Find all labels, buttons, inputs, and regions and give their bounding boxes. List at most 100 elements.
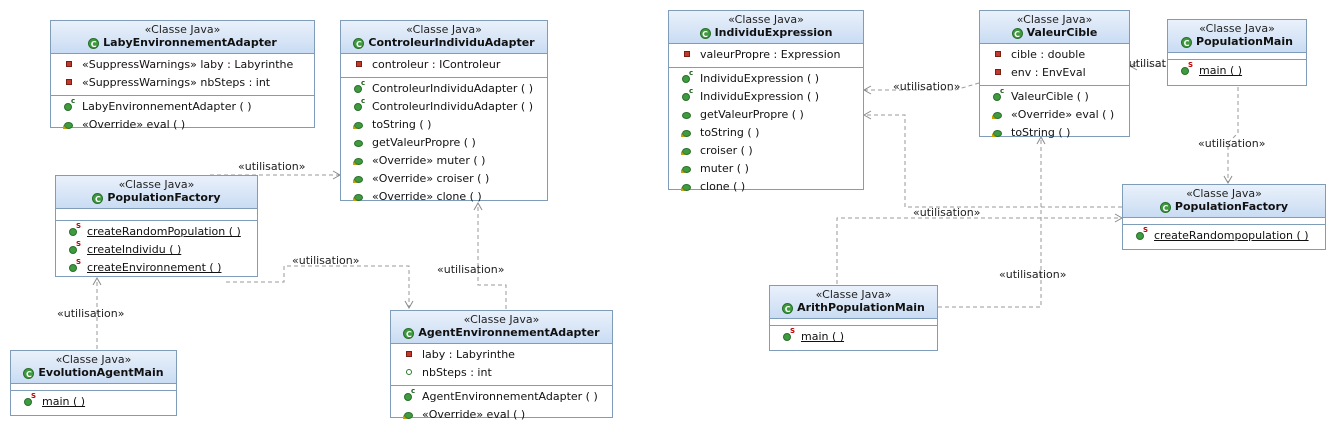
static-method-icon: S bbox=[1135, 226, 1151, 240]
method: muter ( ) bbox=[700, 162, 749, 175]
dep-arith-valeur bbox=[938, 137, 1042, 308]
field: laby : Labyrinthe bbox=[422, 348, 515, 361]
method: clone ( ) bbox=[700, 180, 746, 193]
method: «Override» clone ( ) bbox=[372, 190, 482, 203]
private-field-icon bbox=[403, 349, 419, 359]
method: createRandompopulation ( ) bbox=[1154, 229, 1309, 242]
dep-arith-factoryR bbox=[836, 217, 1122, 284]
class-name: PopulationMain bbox=[1196, 35, 1293, 48]
stereotype: «Classe Java» bbox=[55, 353, 132, 366]
class-icon: C bbox=[92, 193, 104, 204]
class-icon: C bbox=[1159, 202, 1171, 213]
method-icon bbox=[681, 109, 697, 119]
override-method-icon bbox=[403, 409, 419, 419]
fields-section: valeurPropre : Expression bbox=[669, 44, 863, 68]
class-name: AgentEnvironnementAdapter bbox=[418, 326, 600, 339]
override-method-icon bbox=[681, 163, 697, 173]
dep-factory-agent bbox=[226, 265, 410, 308]
relation-label: «utilisation» bbox=[57, 307, 125, 320]
static-method-icon: S bbox=[23, 392, 39, 406]
stereotype: «Classe Java» bbox=[728, 13, 804, 26]
class-icon: C bbox=[23, 368, 35, 379]
field: cible : double bbox=[1011, 48, 1086, 61]
arrowhead-valeur-1 bbox=[1036, 135, 1046, 145]
stereotype: «Classe Java» bbox=[1016, 13, 1093, 26]
method: ControleurIndividuAdapter ( ) bbox=[372, 100, 534, 113]
class-name: IndividuExpression bbox=[714, 26, 833, 39]
method: «Override» muter ( ) bbox=[372, 154, 486, 167]
stereotype: «Classe Java» bbox=[118, 178, 195, 191]
class-name: PopulationFactory bbox=[1174, 200, 1289, 213]
field: valeurPropre : Expression bbox=[700, 48, 841, 61]
method: toString ( ) bbox=[700, 126, 760, 139]
method: main ( ) bbox=[42, 395, 86, 408]
private-field-icon bbox=[681, 49, 697, 59]
override-method-icon bbox=[992, 127, 1008, 137]
fields-section bbox=[56, 209, 257, 221]
field: «SuppressWarnings» laby : Labyrinthe bbox=[82, 58, 294, 71]
constructor-icon: c bbox=[63, 97, 79, 111]
class-name: ValeurCible bbox=[1026, 26, 1098, 39]
method: «Override» croiser ( ) bbox=[372, 172, 490, 185]
relation-label: «utilisation» bbox=[913, 206, 981, 219]
override-method-icon bbox=[992, 109, 1008, 119]
fields-section: cible : double env : EnvEval bbox=[980, 44, 1129, 86]
package-field-icon bbox=[403, 367, 419, 377]
relation-label: «utilisation» bbox=[238, 160, 306, 173]
fields-section: «SuppressWarnings» laby : Labyrinthe «Su… bbox=[51, 54, 314, 96]
class-icon: C bbox=[88, 38, 100, 49]
static-method-icon: S bbox=[1180, 61, 1196, 75]
method: ValeurCible ( ) bbox=[1011, 90, 1089, 103]
method: getValeurPropre ( ) bbox=[372, 136, 476, 149]
dep-agent-controleur bbox=[477, 203, 507, 309]
class-icon: C bbox=[353, 38, 365, 49]
method: createIndividu ( ) bbox=[87, 243, 182, 256]
fields-section bbox=[1123, 218, 1325, 225]
arrowhead-factoryR-1 bbox=[1223, 175, 1233, 185]
relation-label: «utilisation» bbox=[999, 268, 1067, 281]
class-name: LabyEnvironnementAdapter bbox=[103, 36, 277, 49]
stereotype: «Classe Java» bbox=[1186, 187, 1262, 200]
field: nbSteps : int bbox=[422, 366, 492, 379]
relation-label: «utilisation» bbox=[893, 80, 961, 93]
method: LabyEnvironnementAdapter ( ) bbox=[82, 100, 252, 113]
override-method-icon bbox=[353, 155, 369, 165]
dep-factoryR-individu bbox=[864, 114, 1122, 208]
private-field-icon bbox=[353, 59, 369, 69]
class-icon: C bbox=[403, 328, 415, 339]
stereotype: «Classe Java» bbox=[463, 313, 540, 326]
stereotype: «Classe Java» bbox=[406, 23, 482, 36]
arrowhead-individu-1 bbox=[862, 85, 872, 95]
private-field-icon bbox=[992, 49, 1008, 59]
dep-valeur-individu bbox=[864, 82, 980, 91]
stereotype: «Classe Java» bbox=[1199, 22, 1275, 35]
arrowhead-factoryL bbox=[92, 276, 102, 286]
arrowhead-individu-2 bbox=[862, 110, 872, 120]
arrowhead-valeur-2 bbox=[1128, 61, 1138, 71]
method: toString ( ) bbox=[1011, 126, 1071, 139]
